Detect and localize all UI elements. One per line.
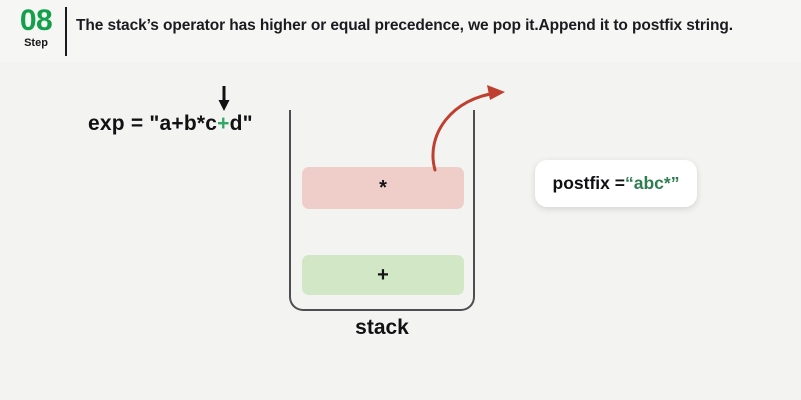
stack-label: stack: [355, 316, 409, 339]
expression-head: exp = "a+b*c: [88, 112, 218, 135]
postfix-value: abc*: [633, 173, 671, 193]
postfix-open-quote: “: [624, 173, 634, 193]
postfix-card: postfix = “abc*”: [535, 160, 697, 207]
expression-current-token: +: [217, 112, 230, 135]
stack-item-bottom[interactable]: +: [302, 255, 464, 295]
postfix-close-quote: ”: [670, 173, 680, 193]
header-divider: [65, 7, 67, 56]
step-instruction-text: The stack’s operator has higher or equal…: [76, 17, 733, 34]
expression-tail: d": [229, 112, 253, 135]
postfix-prefix: postfix =: [552, 173, 625, 193]
header-bar: 08 Step The stack’s operator has higher …: [0, 0, 801, 62]
expression-text: exp = "a+b*c+d": [88, 112, 253, 136]
step-label: Step: [24, 37, 48, 49]
down-arrow-icon: [218, 86, 230, 111]
curved-pop-arrow-icon: [431, 85, 505, 172]
stack-item-top[interactable]: *: [302, 167, 464, 209]
step-number: 08: [19, 4, 53, 37]
step-indicator: 08 Step: [8, 6, 64, 50]
stack-container: [289, 110, 475, 311]
